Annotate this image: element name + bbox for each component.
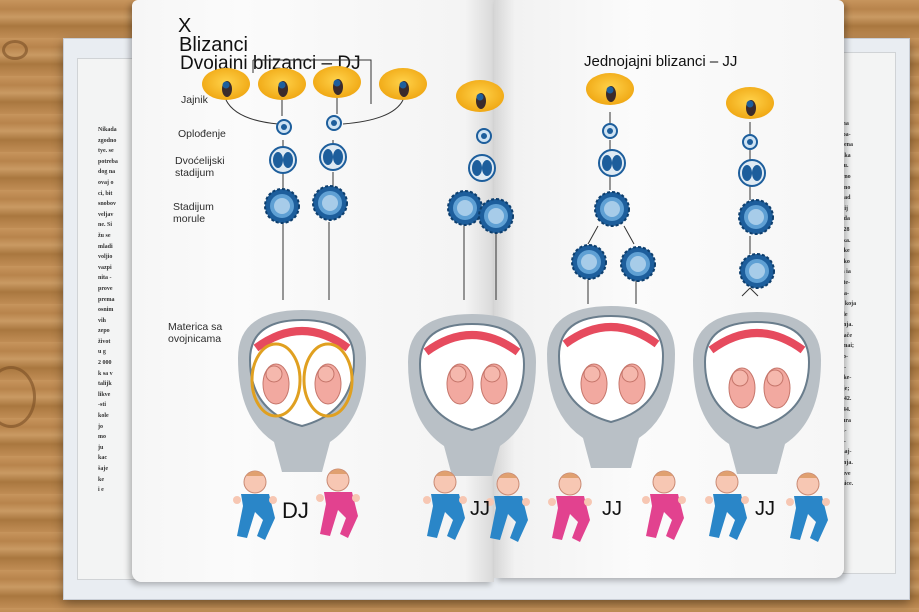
pair-label-dj: DJ bbox=[282, 498, 309, 524]
ovary-icon bbox=[202, 66, 774, 119]
pair-label-jj-3: JJ bbox=[755, 498, 775, 521]
baby-icon bbox=[233, 469, 830, 542]
pair-label-jj-2: JJ bbox=[602, 498, 622, 521]
pair-label-jj-1: JJ bbox=[470, 498, 490, 521]
